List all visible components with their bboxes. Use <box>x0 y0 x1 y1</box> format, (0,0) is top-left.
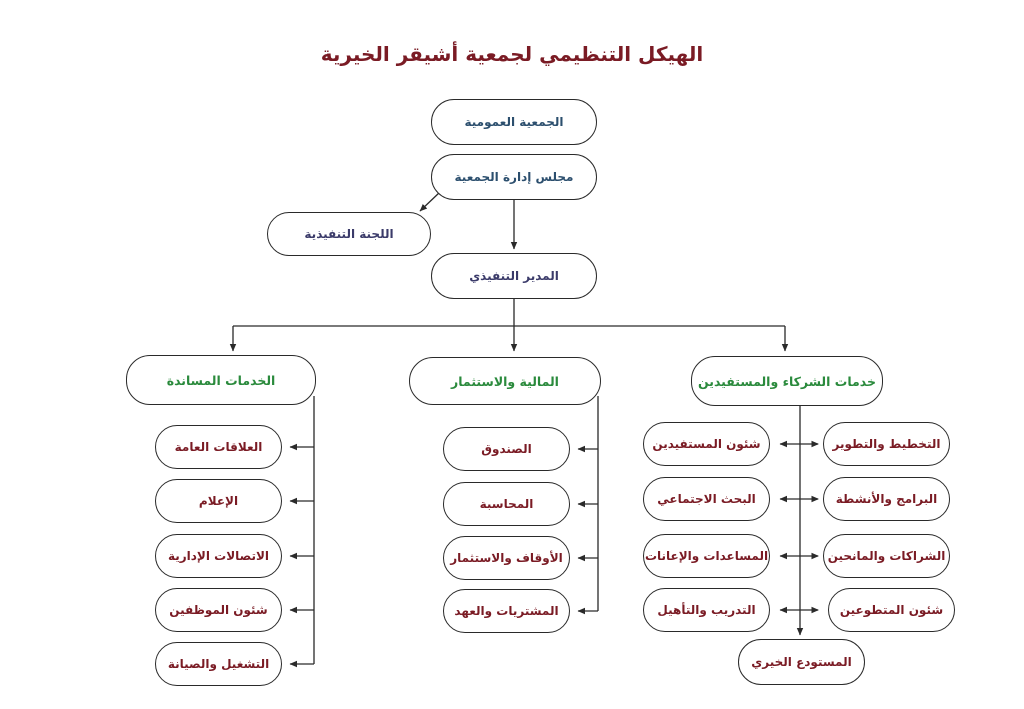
node-executive-director: المدير التنفيذي <box>431 253 597 299</box>
node-board: مجلس إدارة الجمعية <box>431 154 597 200</box>
node-beneficiaries-affairs: شئون المستفيدين <box>643 422 770 466</box>
node-endowments-investment: الأوقاف والاستثمار <box>443 536 570 580</box>
node-operation-maintenance: التشغيل والصيانة <box>155 642 282 686</box>
node-training-rehab: التدريب والتأهيل <box>643 588 770 632</box>
node-volunteer-affairs: شئون المتطوعين <box>828 588 955 632</box>
node-admin-communications: الاتصالات الإدارية <box>155 534 282 578</box>
edge-board-committee <box>419 191 441 212</box>
node-accounting: المحاسبة <box>443 482 570 526</box>
node-fund: الصندوق <box>443 427 570 471</box>
node-staff-affairs: شئون الموظفين <box>155 588 282 632</box>
node-social-research: البحث الاجتماعي <box>643 477 770 521</box>
node-partnerships-donors: الشراكات والمانحين <box>823 534 950 578</box>
node-partners-beneficiaries: خدمات الشركاء والمستفيدين <box>691 356 883 406</box>
node-finance-investment: المالية والاستثمار <box>409 357 601 405</box>
node-procurement-custody: المشتريات والعهد <box>443 589 570 633</box>
node-aid-relief: المساعدات والإعانات <box>643 534 770 578</box>
node-executive-committee: اللجنة التنفيذية <box>267 212 431 256</box>
node-planning-development: التخطيط والتطوير <box>823 422 950 466</box>
node-charity-warehouse: المستودع الخيري <box>738 639 865 685</box>
node-media: الإعلام <box>155 479 282 523</box>
node-general-assembly: الجمعية العمومية <box>431 99 597 145</box>
node-support-services: الخدمات المساندة <box>126 355 316 405</box>
node-programs-activities: البرامج والأنشطة <box>823 477 950 521</box>
node-public-relations: العلاقات العامة <box>155 425 282 469</box>
chart-title: الهيكل التنظيمي لجمعية أشيقر الخيرية <box>320 42 704 66</box>
